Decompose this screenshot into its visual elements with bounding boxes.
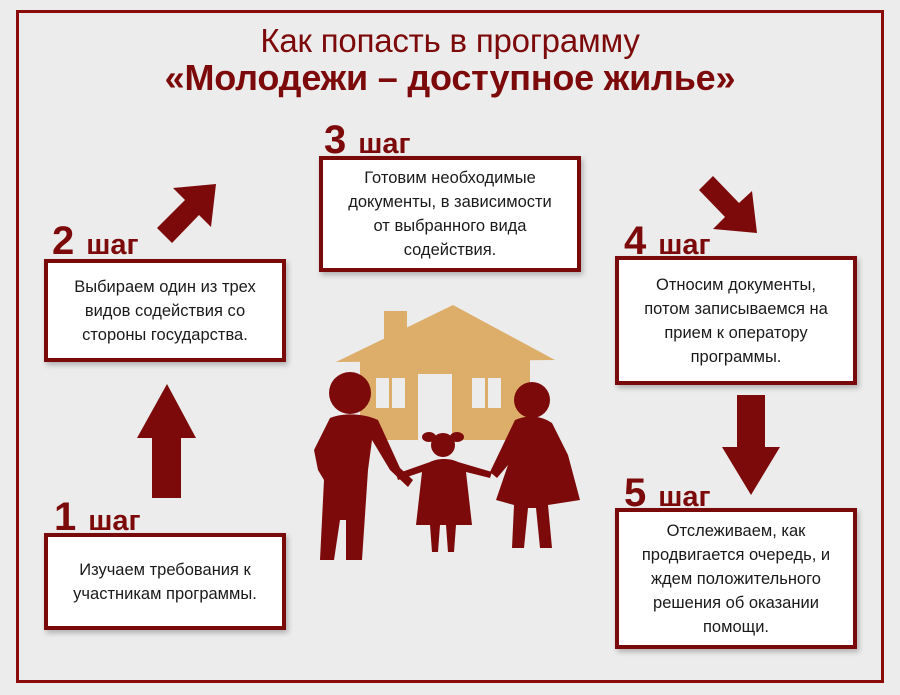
step-1-box: Изучаем требования к участникам программ… <box>44 533 286 630</box>
step-3-label: 3 шаг <box>324 120 411 160</box>
step-5-label: 5 шаг <box>624 473 711 513</box>
title-line-1: Как попасть в программу <box>260 22 640 59</box>
step-2-number: 2 <box>52 219 75 263</box>
step-1-label: 1 шаг <box>54 497 141 537</box>
title-line-2: «Молодежи – доступное жилье» <box>164 57 736 98</box>
step-4-label: 4 шаг <box>624 221 711 261</box>
step-2-text: Выбираем один из трех видов содействия с… <box>74 277 256 344</box>
step-3-number: 3 <box>324 118 347 162</box>
step-4-word: шаг <box>658 229 711 261</box>
family-icon <box>314 372 580 560</box>
step-3-word: шаг <box>358 128 411 160</box>
step-4-number: 4 <box>624 219 647 263</box>
step-4-box: Относим документы, потом записываемся на… <box>615 256 857 385</box>
step-1-word: шаг <box>88 505 141 537</box>
step-5-number: 5 <box>624 471 647 515</box>
step-1-text: Изучаем требования к участникам программ… <box>73 560 257 603</box>
step-2-word: шаг <box>86 229 139 261</box>
step-5-word: шаг <box>658 481 711 513</box>
arrow-up-right-icon <box>157 184 216 243</box>
step-5-text: Отслеживаем, как продвигается очередь, и… <box>641 521 831 636</box>
house-icon <box>336 305 555 440</box>
step-4-text: Относим документы, потом записываемся на… <box>644 275 828 366</box>
arrow-down-icon <box>722 395 780 495</box>
step-2-label: 2 шаг <box>52 221 139 261</box>
step-3-text: Готовим необходимые документы, в зависим… <box>348 169 552 259</box>
arrow-down-right-icon <box>699 176 757 233</box>
outer-frame <box>16 10 884 683</box>
step-1-number: 1 <box>54 495 77 539</box>
step-2-box: Выбираем один из трех видов содействия с… <box>44 259 286 362</box>
step-3-box: Готовим необходимые документы, в зависим… <box>319 156 581 272</box>
step-5-box: Отслеживаем, как продвигается очередь, и… <box>615 508 857 649</box>
arrow-up-icon <box>137 384 196 498</box>
